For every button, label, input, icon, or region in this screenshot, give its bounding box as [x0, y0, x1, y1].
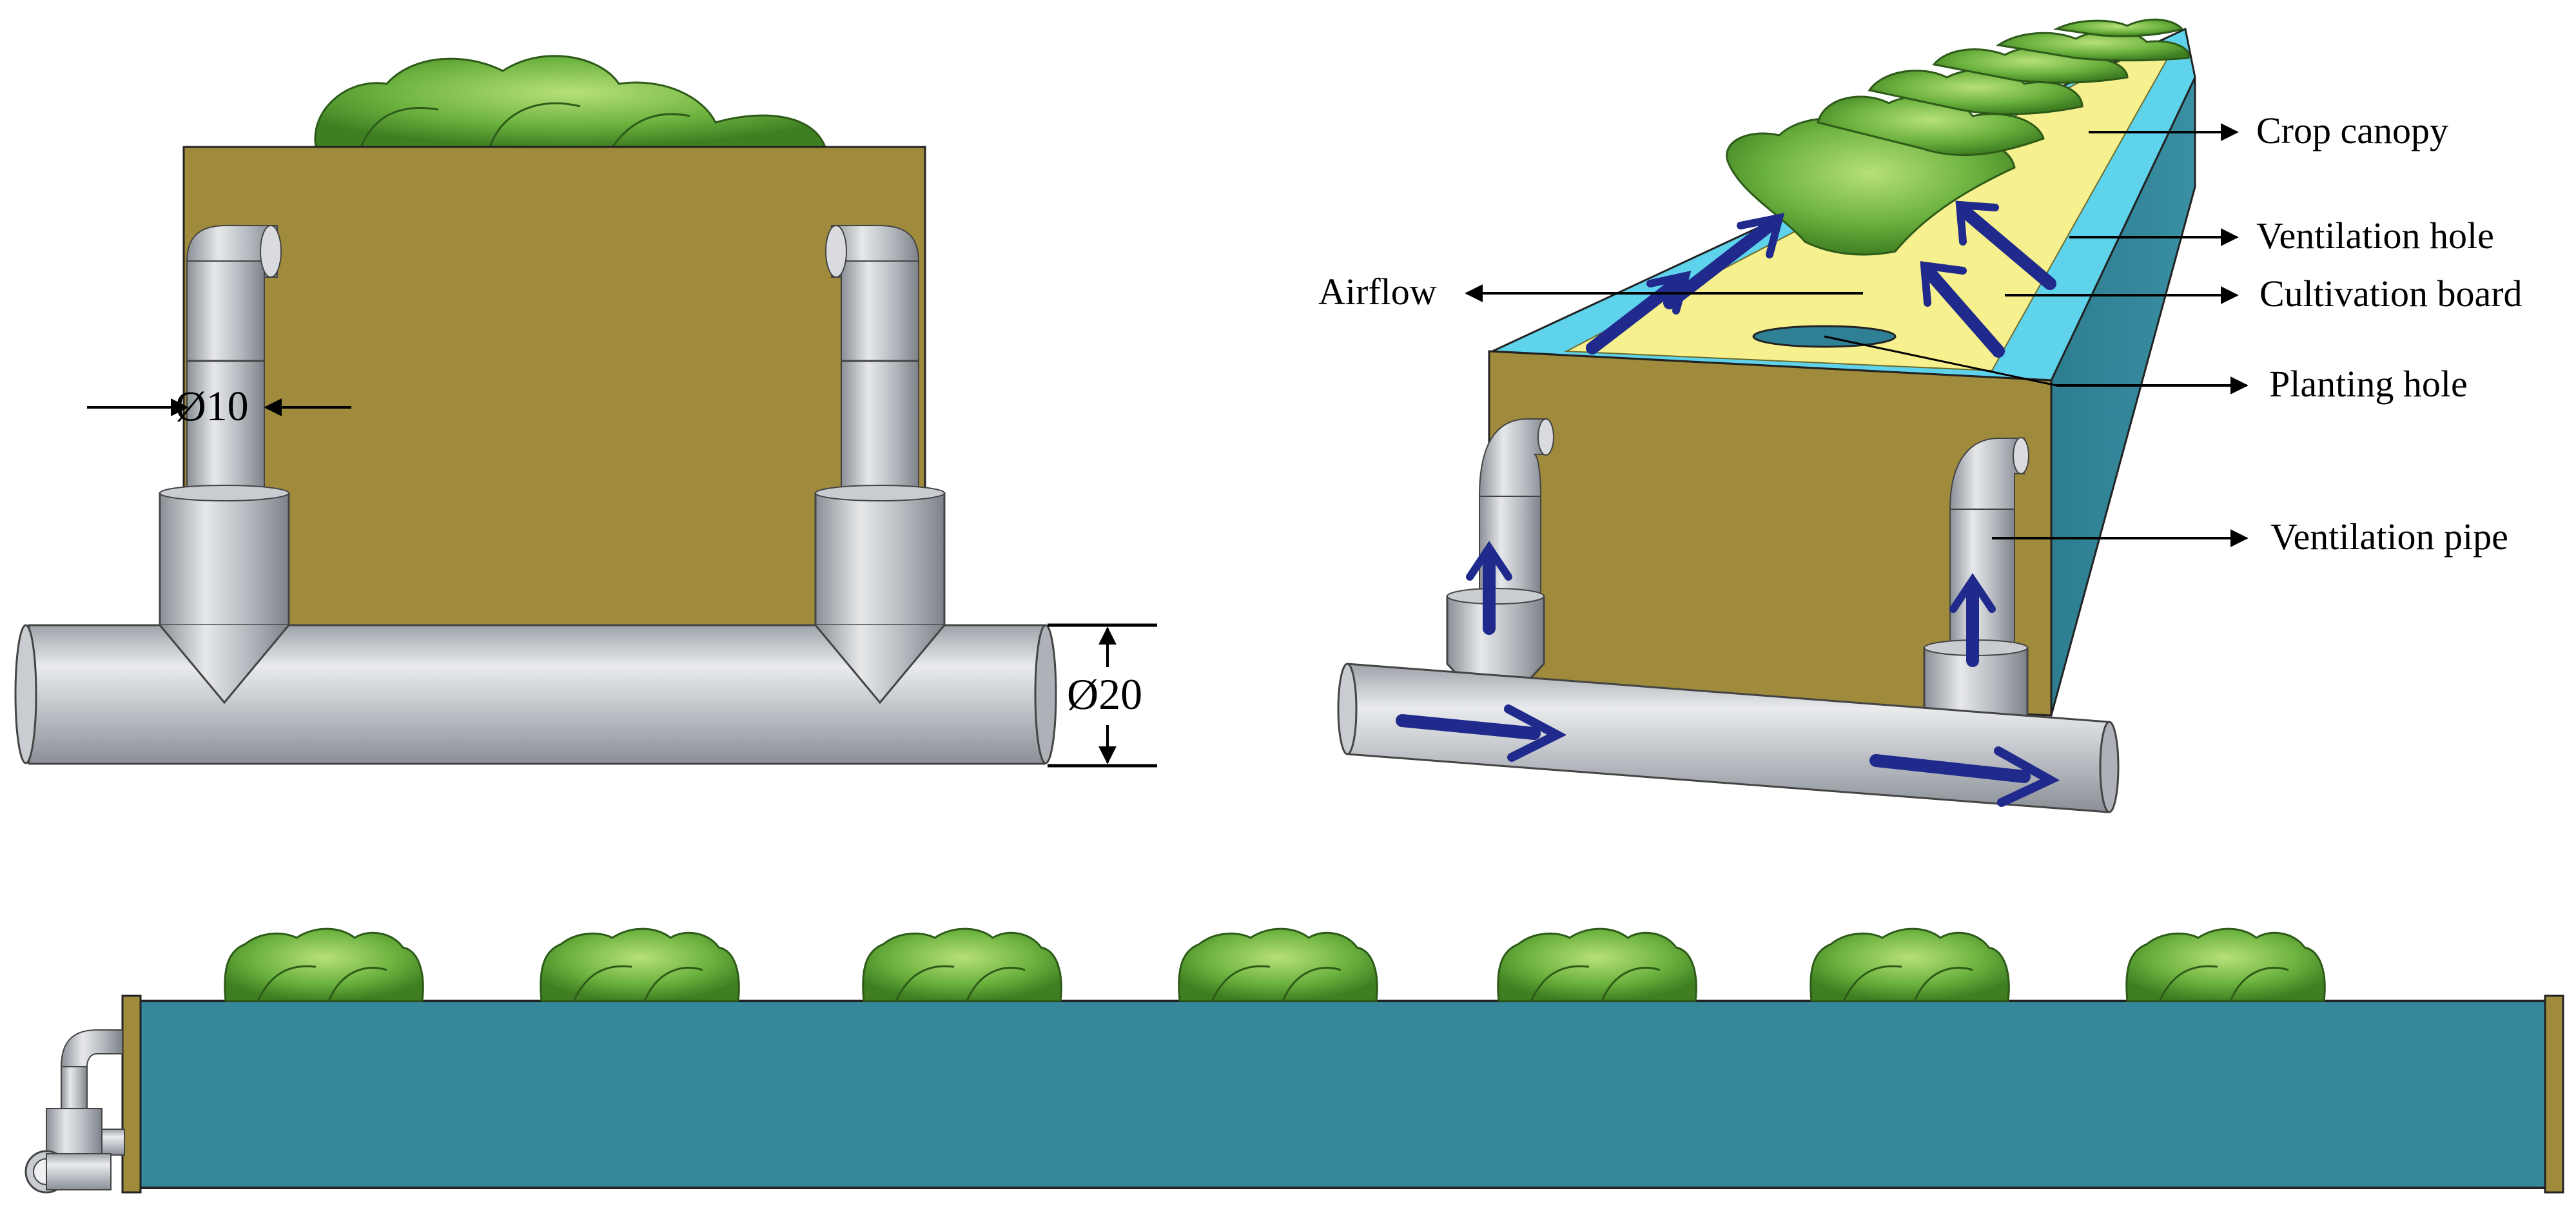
callout-airflow: Airflow: [1318, 271, 1863, 313]
callout-planting-hole: Planting hole: [1824, 335, 2468, 405]
side-pipe-assembly: [24, 1029, 125, 1194]
front-main-pipe: [14, 624, 1057, 765]
side-tank: [137, 1000, 2548, 1189]
side-left-end-cap: [121, 995, 142, 1194]
lettuce-icon: [1810, 927, 2010, 1002]
callout-ventilation-hole: Ventilation hole: [2069, 215, 2494, 257]
airflow-arrows: [1396, 200, 2060, 807]
dim-small-label: Ø10: [175, 383, 249, 430]
lettuce-icon: [540, 927, 740, 1002]
callout-ventilation-pipe: Ventilation pipe: [1992, 516, 2508, 558]
label-airflow: Airflow: [1318, 271, 1437, 313]
label-ventilation-pipe: Ventilation pipe: [2270, 516, 2508, 558]
label-cultivation-board: Cultivation board: [2259, 273, 2522, 315]
lettuce-icon: [2125, 927, 2326, 1002]
front-lettuce-icon: [314, 55, 827, 148]
front-view: Ø10 Ø20: [14, 55, 1157, 768]
lettuce-icon: [862, 927, 1062, 1002]
dim-small-annotation: Ø10: [87, 383, 351, 430]
dim-large-label: Ø20: [1067, 670, 1142, 719]
perspective-main-pipe: [1337, 663, 2120, 813]
front-box: [182, 146, 926, 628]
lettuce-icon: [1178, 927, 1378, 1002]
label-ventilation-hole: Ventilation hole: [2256, 215, 2494, 257]
side-lettuce-row: [224, 927, 2326, 1002]
callout-cultivation-board: Cultivation board: [2005, 273, 2522, 315]
lettuce-icon: [1497, 927, 1697, 1002]
lettuce-icon: [224, 927, 424, 1002]
perspective-view: Crop canopy Ventilation hole Cultivation…: [1318, 18, 2522, 813]
canopy-lettuce-icon: [1726, 18, 2190, 256]
side-view: [24, 927, 2564, 1194]
label-planting-hole: Planting hole: [2269, 363, 2468, 405]
dim-large-annotation: Ø20: [1048, 623, 1157, 768]
label-crop-canopy: Crop canopy: [2256, 110, 2448, 151]
callout-crop-canopy: Crop canopy: [2089, 110, 2448, 151]
side-right-end-cap: [2544, 995, 2564, 1194]
